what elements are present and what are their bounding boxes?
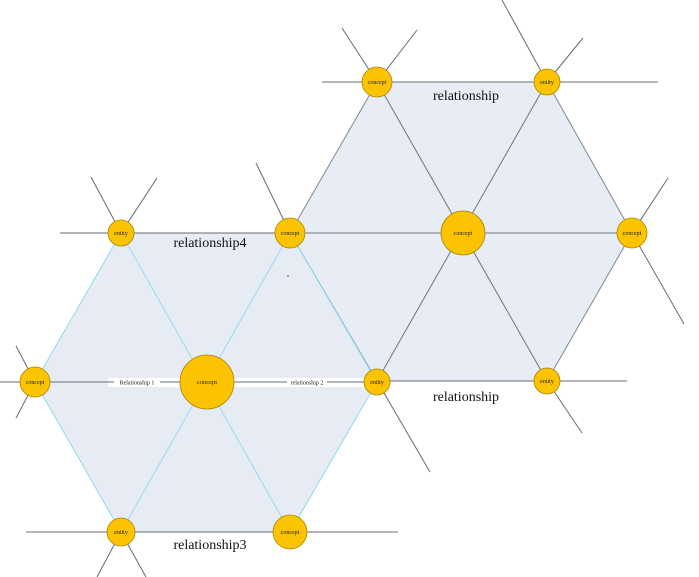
node-label: concept (454, 231, 473, 237)
node-concept-lt-tr[interactable]: concept (274, 217, 306, 249)
node-label: concept (197, 379, 217, 386)
node-concept-rt-right[interactable]: concept (616, 217, 648, 249)
node-circle[interactable] (107, 219, 135, 247)
node-entity-lt-right[interactable]: entity (363, 368, 391, 396)
node-label: entity (540, 80, 554, 86)
node-label: entity (114, 530, 128, 536)
spoke-label-bg (287, 379, 327, 386)
node-circle[interactable] (272, 514, 308, 550)
node-entity-rt-tr[interactable]: entity (533, 68, 561, 96)
node-circle[interactable] (440, 210, 486, 256)
node-entity-lt-tl[interactable]: entity (107, 219, 135, 247)
stray-dot (287, 275, 289, 277)
node-label: entity (540, 379, 554, 385)
relationship-title-right-bottom: relationship (433, 390, 499, 405)
node-circle[interactable] (361, 66, 393, 98)
node-circle[interactable] (616, 217, 648, 249)
node-entity-rt-br[interactable]: entity (533, 367, 561, 395)
node-circle[interactable] (179, 354, 235, 410)
node-circle[interactable] (533, 68, 561, 96)
node-label: concept (368, 80, 387, 86)
relationship-title-right-top: relationship (433, 89, 499, 104)
node-circle[interactable] (533, 367, 561, 395)
node-label: entity (370, 380, 384, 386)
ext-line (501, 0, 548, 83)
center-spoke-strip: Relationship 1 relationship 2 (108, 378, 377, 387)
relationship-title-left-top: relationship4 (173, 236, 246, 251)
spoke-label-bg (114, 379, 160, 386)
node-concept-lt-br[interactable]: concept (272, 514, 308, 550)
ext-line (376, 380, 431, 473)
spoke-label-left: Relationship 1 (120, 381, 155, 387)
node-concept-lt-left[interactable]: concept (19, 366, 51, 398)
node-label: concept (623, 231, 642, 237)
node-concept-rt-center[interactable]: concept (440, 210, 486, 256)
ext-line (631, 232, 685, 325)
node-concept-rt-tl[interactable]: concept (361, 66, 393, 98)
node-label: concept (26, 380, 45, 386)
node-entity-lt-bl[interactable]: entity (106, 517, 136, 547)
node-circle[interactable] (106, 517, 136, 547)
relationship-title-left-bottom: relationship3 (173, 538, 246, 553)
node-label: concept (281, 231, 300, 237)
node-circle[interactable] (363, 368, 391, 396)
node-circle[interactable] (274, 217, 306, 249)
node-label: entity (114, 231, 128, 237)
spoke-label-right: relationship 2 (291, 381, 324, 387)
node-circle[interactable] (19, 366, 51, 398)
node-label: concept (281, 530, 300, 536)
node-concept-lt-center[interactable]: concept (179, 354, 235, 410)
